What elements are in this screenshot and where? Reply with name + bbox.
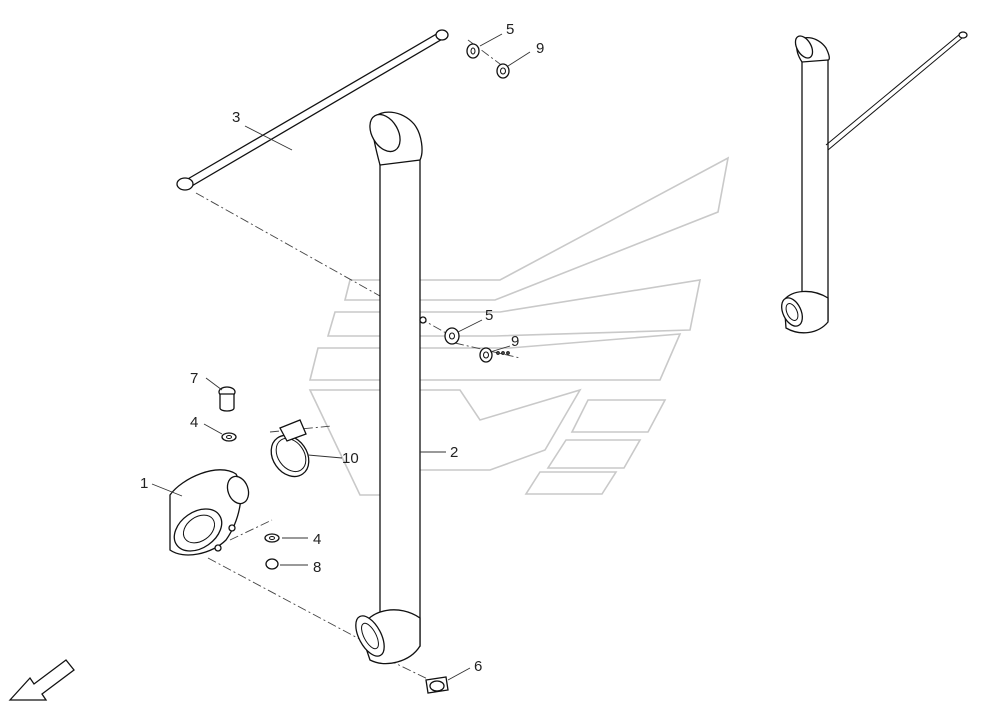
callout-1: 1 <box>140 475 148 492</box>
callout-9-mid: 9 <box>511 333 519 350</box>
callout-5-mid: 5 <box>485 307 493 324</box>
callout-9-top: 9 <box>536 40 544 57</box>
watermark-logo <box>308 156 730 496</box>
callout-6: 6 <box>474 658 482 675</box>
exhaust-pipe <box>355 111 427 665</box>
orientation-arrow-icon <box>8 659 75 701</box>
nut-top <box>496 63 510 79</box>
assembled-view <box>781 31 968 334</box>
washer-top <box>466 43 480 59</box>
callout-3: 3 <box>232 109 240 126</box>
washer-mid <box>444 327 460 345</box>
leader-lines <box>151 33 531 681</box>
assembly-lines <box>195 39 521 685</box>
washer-4-upper <box>221 432 237 442</box>
callout-5-top: 5 <box>506 21 514 38</box>
pipe-clamp <box>270 419 310 478</box>
callout-10: 10 <box>342 450 359 467</box>
callout-4-lower: 4 <box>313 531 321 548</box>
callout-8: 8 <box>313 559 321 576</box>
washer-4-lower <box>264 533 280 543</box>
nut-mid <box>479 347 510 363</box>
nut-8 <box>265 558 279 570</box>
callout-7: 7 <box>190 370 198 387</box>
callout-2: 2 <box>450 444 458 461</box>
bolt-6 <box>425 676 449 694</box>
elbow-adapter <box>169 469 250 556</box>
callout-4-upper: 4 <box>190 414 198 431</box>
bolt-7 <box>218 386 236 412</box>
callout-labels: 1 2 3 4 4 5 5 6 7 8 9 9 10 <box>140 21 544 675</box>
support-rod <box>176 29 449 191</box>
